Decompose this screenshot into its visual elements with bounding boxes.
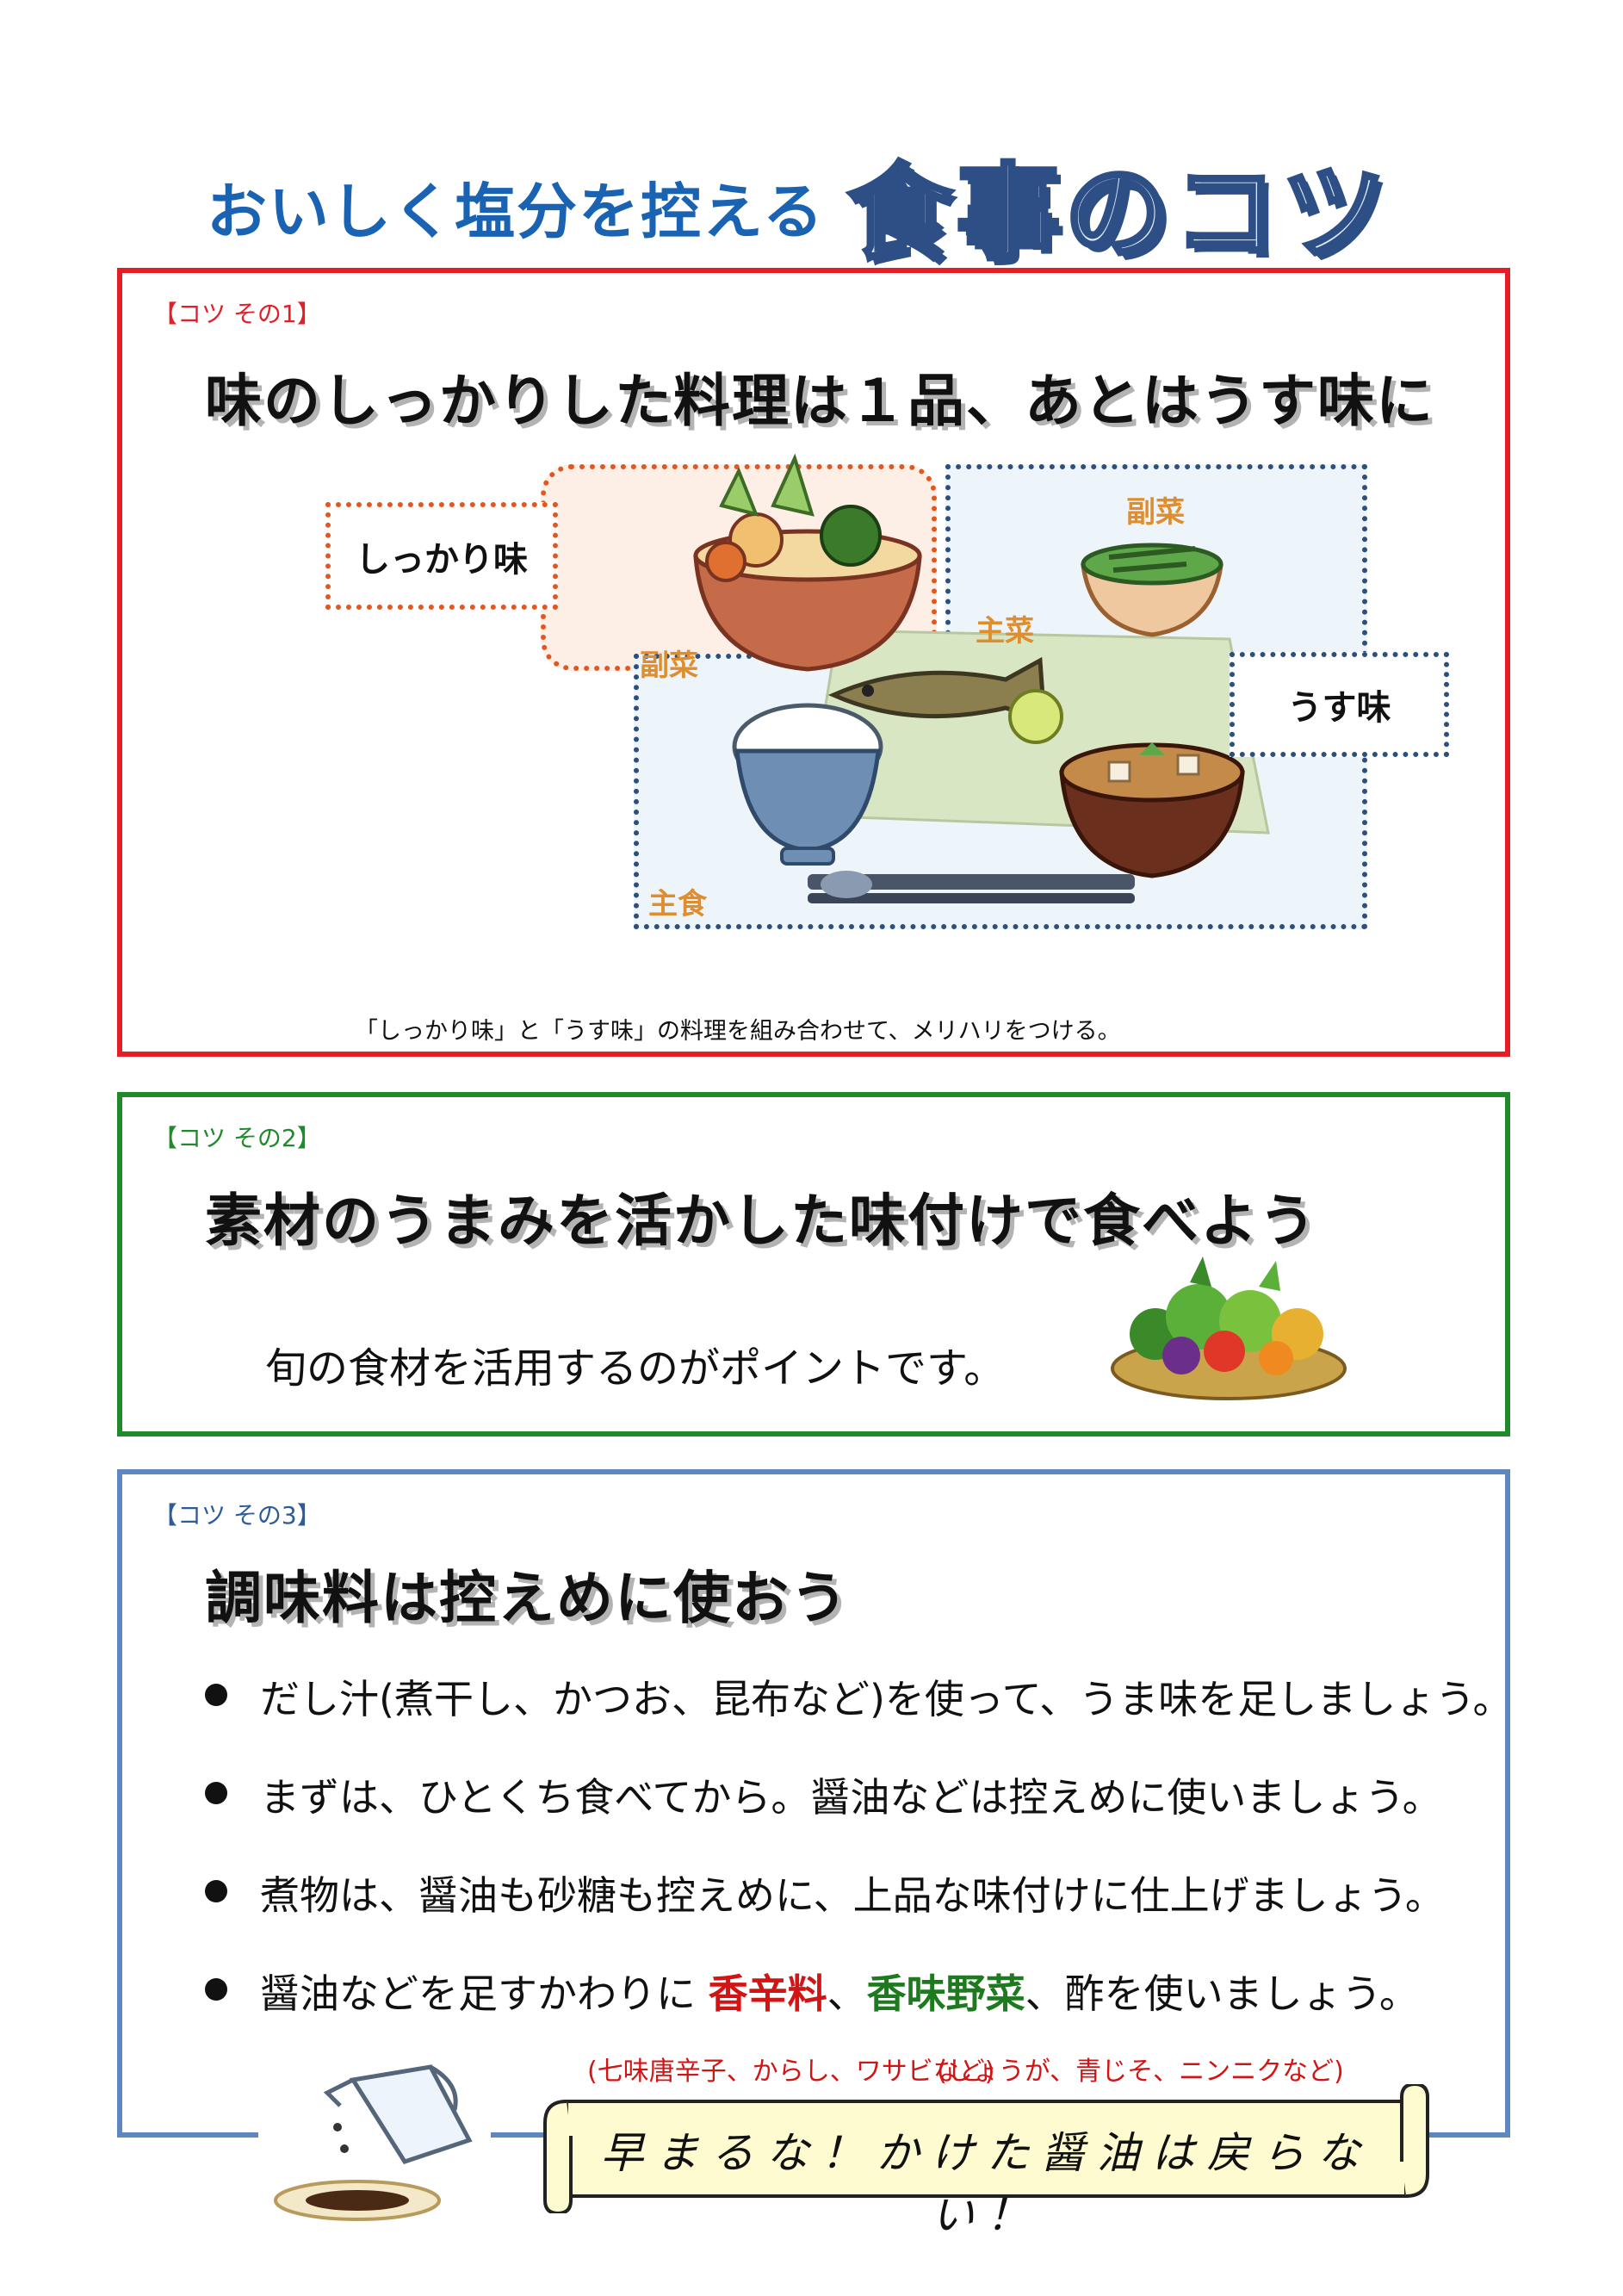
meal-dishes	[693, 454, 1270, 903]
tip-heading: 素材のうまみを活かした味付けで食べよう	[205, 1188, 1317, 1254]
tip-heading: 調味料は控えめに使おう	[205, 1565, 849, 1631]
rice-bowl-icon	[732, 703, 883, 866]
spice-examples-note: (七味唐辛子、からし、ワサビなど)	[587, 2057, 995, 2087]
tip-tag: 【コツ その1】	[153, 300, 321, 328]
tip-heading: 味のしっかりした料理は１品、あとはうす味に	[205, 368, 1434, 434]
herb-examples-note: (しょうが、青じそ、ニンニクなど)	[937, 2057, 1344, 2087]
list-item: 醤油などを足すかわりに 香辛料、香味野菜、酢を使いましょう。	[205, 1963, 1513, 2061]
side-dish-label-top: 副菜	[1126, 495, 1185, 530]
side-dish-icon	[1081, 543, 1223, 637]
light-taste-label: うす味	[1230, 652, 1449, 757]
side-dish-label-left: 副菜	[640, 648, 698, 683]
section2-body: 旬の食材を活用するのがポイントです。	[265, 1344, 1006, 1393]
tip-section-3: 【コツ その3】 調味料は控えめに使おう だし汁(煮干し、かつお、昆布など)を使…	[117, 1469, 1513, 2138]
grilled-fish-icon	[827, 656, 1063, 744]
tip-section-1: 【コツ その1】 味のしっかりした料理は１品、あとはうす味に	[117, 268, 1510, 1057]
tip-tag: 【コツ その3】	[153, 1501, 321, 1530]
herb-emphasis: 香味野菜	[866, 1970, 1025, 2017]
main-dish-label: 主菜	[976, 614, 1034, 648]
slogan-text: 早まるな！かけた醤油は戻らない！	[600, 2128, 1372, 2240]
vegetable-basket-icon	[1111, 1257, 1347, 1400]
simmered-dish-icon	[693, 454, 922, 672]
strong-taste-label: しっかり味	[325, 502, 558, 610]
slogan-scroll	[543, 2084, 1429, 2213]
tip-tag: 【コツ その2】	[153, 1124, 321, 1152]
page-title: 食事のコツ	[846, 152, 1391, 276]
list-item-prefix: 醤油などを足すかわりに	[260, 1970, 709, 2017]
list-item-separator: 、	[827, 1970, 867, 2017]
section1-caption: 「しっかり味」と「うす味」の料理を組み合わせて、メリハリをつける。	[355, 1018, 1121, 1045]
list-item: まずは、ひとくち食べてから。醤油などは控えめに使いましょう。	[205, 1766, 1513, 1865]
spice-emphasis: 香辛料	[708, 1970, 827, 2017]
tip-section-2: 【コツ その2】 素材のうまみを活かした味付けで食べよう 旬の食材を活用するのが…	[117, 1092, 1510, 1437]
list-item: だし汁(煮干し、かつお、昆布など)を使って、うま味を足しましょう。	[205, 1668, 1513, 1766]
chopsticks-icon	[808, 871, 1135, 903]
staple-label: 主食	[648, 887, 707, 922]
miso-soup-icon	[1059, 742, 1245, 878]
list-item: 煮物は、醤油も砂糖も控えめに、上品な味付けに仕上げましょう。	[205, 1865, 1513, 1963]
meal-illustration: しっかり味 うす味 副菜 主菜 副菜 主食	[325, 454, 1449, 936]
soy-sauce-pitcher-icon	[258, 2045, 491, 2226]
slogan-text-wrap: 早まるな！かけた醤油は戻らない！	[541, 2084, 1432, 2240]
page-subtitle: おいしく塩分を控える	[207, 177, 825, 247]
list-item-suffix: 、酢を使いましょう。	[1025, 1970, 1419, 2017]
tip-list: だし汁(煮干し、かつお、昆布など)を使って、うま味を足しましょう。 まずは、ひと…	[205, 1668, 1513, 2061]
